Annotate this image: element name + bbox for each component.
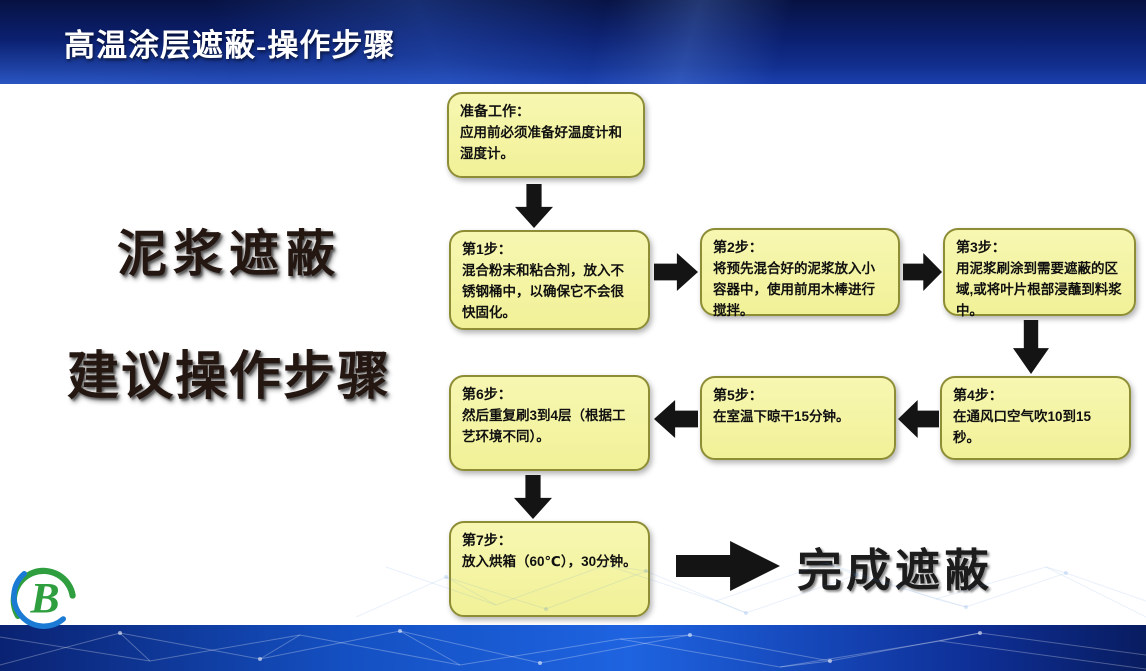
side-caption: 泥浆遮蔽 建议操作步骤 bbox=[24, 214, 434, 409]
footer-band bbox=[0, 625, 1146, 671]
side-caption-line2: 建议操作步骤 bbox=[66, 349, 391, 406]
result-caption: 完成遮蔽 bbox=[797, 546, 994, 596]
header-bar: 高温涂层遮蔽-操作步骤 bbox=[0, 0, 1146, 84]
flow-box-step7-body: 放入烘箱（60℃），30分钟。 bbox=[462, 553, 637, 569]
flow-box-step4-title: 第4步： bbox=[953, 387, 1003, 403]
arrow-right-step2-to-step3-icon bbox=[903, 253, 942, 291]
flow-box-step5: 第5步： 在室温下晾干15分钟。 bbox=[700, 376, 896, 460]
flow-box-step2-body: 将预先混合好的泥浆放入小容器中，使用前用木棒进行搅拌。 bbox=[713, 260, 875, 318]
arrow-down-prep-to-step1-icon bbox=[515, 184, 553, 228]
arrow-down-step3-to-step4-icon bbox=[1013, 320, 1049, 374]
flow-box-step7-title: 第7步： bbox=[462, 532, 512, 548]
plexus-pattern-footer-decoration bbox=[0, 629, 1146, 670]
flow-box-prep-title: 准备工作： bbox=[460, 103, 530, 119]
logo-blue-swirl-icon bbox=[11, 570, 67, 629]
arrow-right-step7-to-result-icon bbox=[676, 541, 780, 591]
flow-box-step7: 第7步： 放入烘箱（60℃），30分钟。 bbox=[449, 521, 650, 617]
flow-box-step3-body: 用泥浆刷涂到需要遮蔽的区域,或将叶片根部浸蘸到料浆中。 bbox=[956, 260, 1122, 318]
arrow-down-step6-to-step7-icon bbox=[514, 475, 552, 519]
brand-logo: B bbox=[10, 567, 76, 629]
header-streaks-decoration bbox=[0, 0, 1146, 84]
page-title: 高温涂层遮蔽-操作步骤 bbox=[64, 28, 396, 63]
flow-box-step6-title: 第6步： bbox=[462, 386, 512, 402]
flow-box-step3-title: 第3步： bbox=[956, 239, 1006, 255]
flow-box-step6-body: 然后重复刷3到4层（根据工艺环境不同）。 bbox=[462, 407, 626, 444]
flow-box-prep: 准备工作： 应用前必须准备好温度计和湿度计。 bbox=[447, 92, 645, 178]
flow-box-step4-body: 在通风口空气吹10到15秒。 bbox=[953, 408, 1092, 445]
flow-box-step3: 第3步： 用泥浆刷涂到需要遮蔽的区域,或将叶片根部浸蘸到料浆中。 bbox=[943, 228, 1136, 318]
arrow-left-step5-to-step6-icon bbox=[654, 400, 698, 438]
flow-box-step1-body: 混合粉末和粘合剂，放入不锈钢桶中，以确保它不会很快固化。 bbox=[462, 262, 624, 320]
flow-box-step5-body: 在室温下晾干15分钟。 bbox=[713, 408, 850, 424]
flow-box-prep-body: 应用前必须准备好温度计和湿度计。 bbox=[460, 124, 622, 161]
flow-box-step2-title: 第2步： bbox=[713, 239, 763, 255]
flow-box-step2: 第2步： 将预先混合好的泥浆放入小容器中，使用前用木棒进行搅拌。 bbox=[700, 228, 900, 318]
flow-box-step1: 第1步： 混合粉末和粘合剂，放入不锈钢桶中，以确保它不会很快固化。 bbox=[449, 230, 650, 330]
flow-box-step6: 第6步： 然后重复刷3到4层（根据工艺环境不同）。 bbox=[449, 375, 650, 471]
arrow-left-step4-to-step5-icon bbox=[898, 400, 939, 438]
flow-box-step5-title: 第5步： bbox=[713, 387, 763, 403]
flow-box-step4: 第4步： 在通风口空气吹10到15秒。 bbox=[940, 376, 1131, 460]
side-caption-line1: 泥浆遮蔽 bbox=[117, 226, 341, 282]
logo-letter: B bbox=[30, 575, 60, 623]
arrow-right-step1-to-step2-icon bbox=[654, 253, 698, 291]
flow-box-step1-title: 第1步： bbox=[462, 241, 512, 257]
